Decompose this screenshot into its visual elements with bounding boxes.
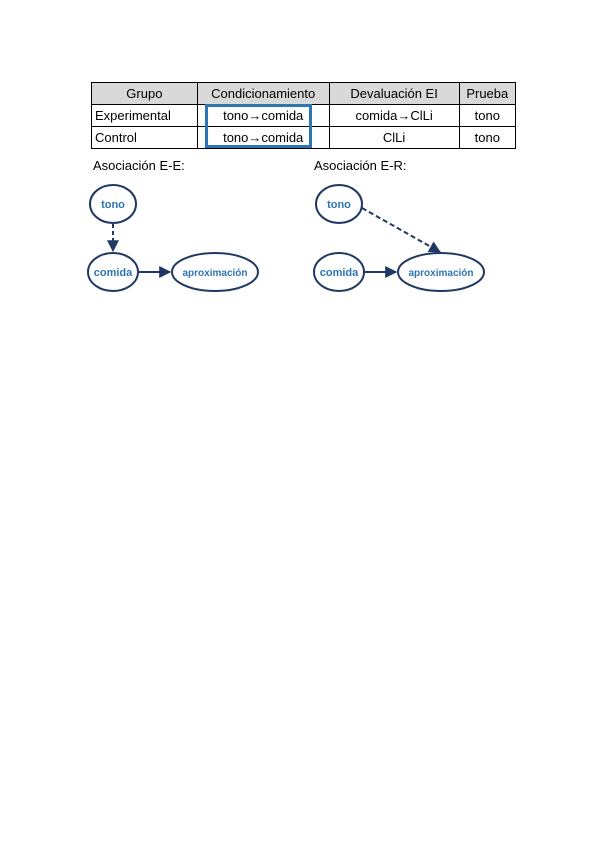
er-tono-node <box>315 184 363 224</box>
cell-condicionamiento: tono→comida <box>196 126 330 149</box>
ee-aproximacion-node <box>171 252 259 292</box>
er-diagram: tono comida aproximación <box>313 184 485 292</box>
design-table: Grupo Condicionamiento Devaluación EI Pr… <box>91 82 517 149</box>
er-aproximacion-label: aproximación <box>408 268 473 279</box>
table-row: Experimental tono→comida comida→ClLi ton… <box>91 104 517 127</box>
header-devaluacion: Devaluación EI <box>328 82 460 105</box>
header-condicionamiento: Condicionamiento <box>196 82 330 105</box>
ee-comida-label: comida <box>94 267 133 279</box>
table-row: Control tono→comida ClLi tono <box>91 126 517 149</box>
ee-diagram: tono comida aproximación <box>87 184 259 292</box>
header-grupo: Grupo <box>91 82 198 105</box>
ee-tono-label: tono <box>101 199 125 211</box>
header-prueba: Prueba <box>458 82 517 105</box>
cell-devaluacion: comida→ClLi <box>328 104 460 127</box>
ee-tono-node <box>89 184 137 224</box>
er-aproximacion-node <box>397 252 485 292</box>
cell-devaluacion: ClLi <box>328 126 460 149</box>
ee-aproximacion-label: aproximación <box>182 268 247 279</box>
er-title: Asociación E-R: <box>314 158 407 173</box>
cell-grupo: Experimental <box>91 104 198 127</box>
er-comida-node <box>313 252 365 292</box>
ee-comida-node <box>87 252 139 292</box>
table-header-row: Grupo Condicionamiento Devaluación EI Pr… <box>91 82 517 105</box>
er-comida-label: comida <box>320 267 359 279</box>
er-tono-label: tono <box>327 199 351 211</box>
cell-grupo: Control <box>91 126 198 149</box>
cell-prueba: tono <box>458 126 517 149</box>
cell-prueba: tono <box>458 104 517 127</box>
cell-condicionamiento: tono→comida <box>196 104 330 127</box>
ee-title: Asociación E-E: <box>93 158 185 173</box>
er-dashed-arrow <box>361 207 442 253</box>
